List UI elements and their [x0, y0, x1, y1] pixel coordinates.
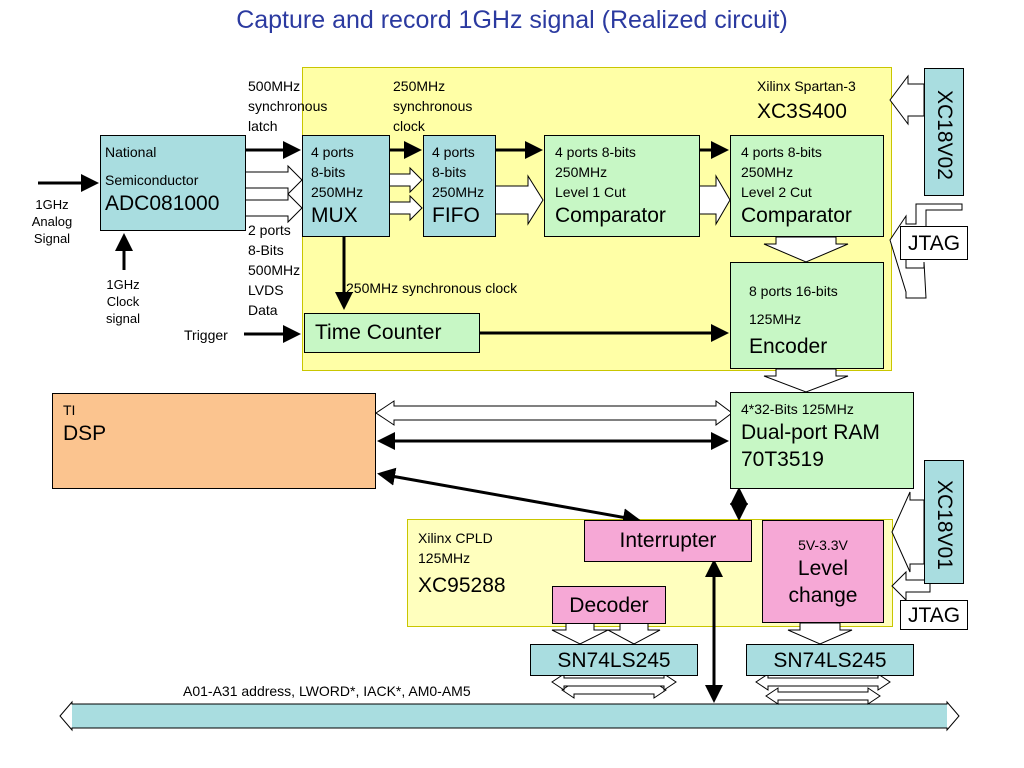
buffer-left-block: SN74LS245 [530, 644, 698, 676]
spartan-label-line1: Xilinx Spartan-3 [757, 78, 856, 94]
jtag-top-label: JTAG [907, 232, 961, 255]
prom-xc18v02-block: XC18V02 [924, 68, 964, 196]
decoder-label: Decoder [569, 594, 649, 617]
dsp-label: DSP [63, 422, 107, 445]
prom-xc18v01-block: XC18V01 [924, 460, 964, 584]
comparator-level2-spec: 4 ports 8-bits 250MHz Level 2 Cut [741, 144, 822, 200]
adc-line2: Semiconductor [105, 172, 199, 188]
comparator-level1-spec: 4 ports 8-bits 250MHz Level 1 Cut [555, 144, 636, 200]
fifo-spec: 4 ports 8-bits 250MHz [432, 144, 485, 200]
page-title: Capture and record 1GHz signal (Realized… [236, 6, 788, 34]
dsp-vendor: TI [63, 402, 76, 418]
comparator-level2-block: 4 ports 8-bits 250MHz Level 2 Cut Compar… [730, 135, 884, 237]
ram-label: Dual-port RAM 70T3519 [741, 421, 880, 471]
decoder-block: Decoder [552, 586, 666, 624]
fifo-block: 4 ports 8-bits 250MHz FIFO [423, 135, 496, 237]
mux-label: MUX [311, 204, 358, 227]
trigger-label: Trigger [184, 327, 228, 343]
mux-spec: 4 ports 8-bits 250MHz [311, 144, 364, 200]
cpld-label-line1: Xilinx CPLD [418, 530, 493, 546]
system-bus-bar [72, 704, 947, 728]
comparator-level1-label: Comparator [555, 204, 666, 227]
encoder-block: 8 ports 16-bits 125MHz Encoder [730, 262, 884, 369]
latch-label: 500MHz synchronous latch [248, 78, 328, 134]
mux-block: 4 ports 8-bits 250MHz MUX [302, 135, 390, 237]
spartan-label-line2: XC3S400 [757, 100, 847, 123]
jtag-top-block: JTAG [900, 226, 968, 260]
fifo-label: FIFO [432, 204, 480, 227]
adc-line1: National [105, 144, 157, 160]
interrupter-label: Interrupter [619, 529, 717, 552]
lvds-arrow-1 [246, 164, 303, 196]
clock-signal-label: 1GHz Clock signal [106, 277, 140, 326]
time-counter-label: Time Counter [315, 321, 442, 344]
encoder-label: Encoder [749, 335, 828, 358]
bus-label: A01-A31 address, LWORD*, IACK*, AM0-AM5 [183, 683, 471, 699]
cpld-label-line2: 125MHz [418, 550, 471, 566]
adc-block: National Semiconductor ADC081000 [100, 135, 246, 231]
ram-spec: 4*32-Bits 125MHz [741, 401, 854, 417]
cpld-label-line3: XC95288 [418, 574, 506, 597]
buffer-right-block: SN74LS245 [746, 644, 914, 676]
analog-signal-label: 1GHz Analog Signal [31, 197, 73, 246]
sync-clock-label: 250MHz synchronous clock [393, 78, 473, 134]
level-change-spec: 5V-3.3V [798, 537, 848, 553]
level-change-label: Level change [788, 557, 858, 607]
adc-line3: ADC081000 [105, 192, 220, 215]
prom-xc18v01-label: XC18V01 [933, 480, 956, 570]
lvds-arrow-2 [246, 192, 303, 224]
comparator-level2-label: Comparator [741, 204, 852, 227]
sync-clock-line-label: 250MHz synchronous clock [346, 280, 518, 296]
jtag-bottom-label: JTAG [907, 604, 961, 627]
level-change-block: 5V-3.3V Level change [762, 520, 884, 623]
jtag-bottom-block: JTAG [900, 600, 968, 630]
encoder-spec: 8 ports 16-bits 125MHz [749, 283, 838, 327]
dual-port-ram-block: 4*32-Bits 125MHz Dual-port RAM 70T3519 [730, 392, 914, 489]
lvds-data-label: 2 ports 8-Bits 500MHz LVDS Data [248, 222, 301, 318]
time-counter-block: Time Counter [304, 313, 480, 353]
buffer-right-label: SN74LS245 [773, 649, 887, 672]
comparator-level1-block: 4 ports 8-bits 250MHz Level 1 Cut Compar… [544, 135, 700, 237]
dsp-block: TI DSP [52, 393, 376, 489]
prom-xc18v02-label: XC18V02 [933, 90, 956, 180]
interrupter-block: Interrupter [584, 520, 752, 562]
buffer-left-label: SN74LS245 [557, 649, 671, 672]
